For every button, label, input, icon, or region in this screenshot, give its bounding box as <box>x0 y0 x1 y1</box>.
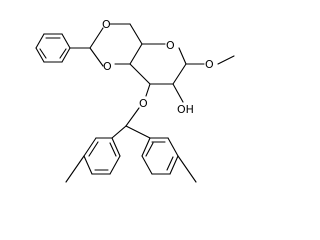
phenyl-ring <box>35 33 71 63</box>
pyranose-ring <box>129 43 187 85</box>
acetal-oxygen-top: O <box>102 18 111 31</box>
pyranose-oxygen: O <box>166 39 175 52</box>
acetal-oxygen-left: O <box>103 60 112 73</box>
methoxy-oxygen: O <box>205 58 214 71</box>
molecule-canvas: O O O O O OH <box>35 18 235 183</box>
ether-linkage <box>125 83 151 127</box>
tolyl-ring-left <box>65 137 121 183</box>
structure-drawing: O O O O O OH <box>35 18 235 183</box>
diaryl-methine <box>111 125 151 139</box>
tolyl-ring-right <box>141 137 197 183</box>
hydroxyl-label: OH <box>177 103 194 116</box>
hydroxyl-bond <box>172 83 184 103</box>
methoxy-group <box>185 55 235 65</box>
acetal-ring <box>69 23 143 67</box>
ether-oxygen: O <box>139 97 148 110</box>
